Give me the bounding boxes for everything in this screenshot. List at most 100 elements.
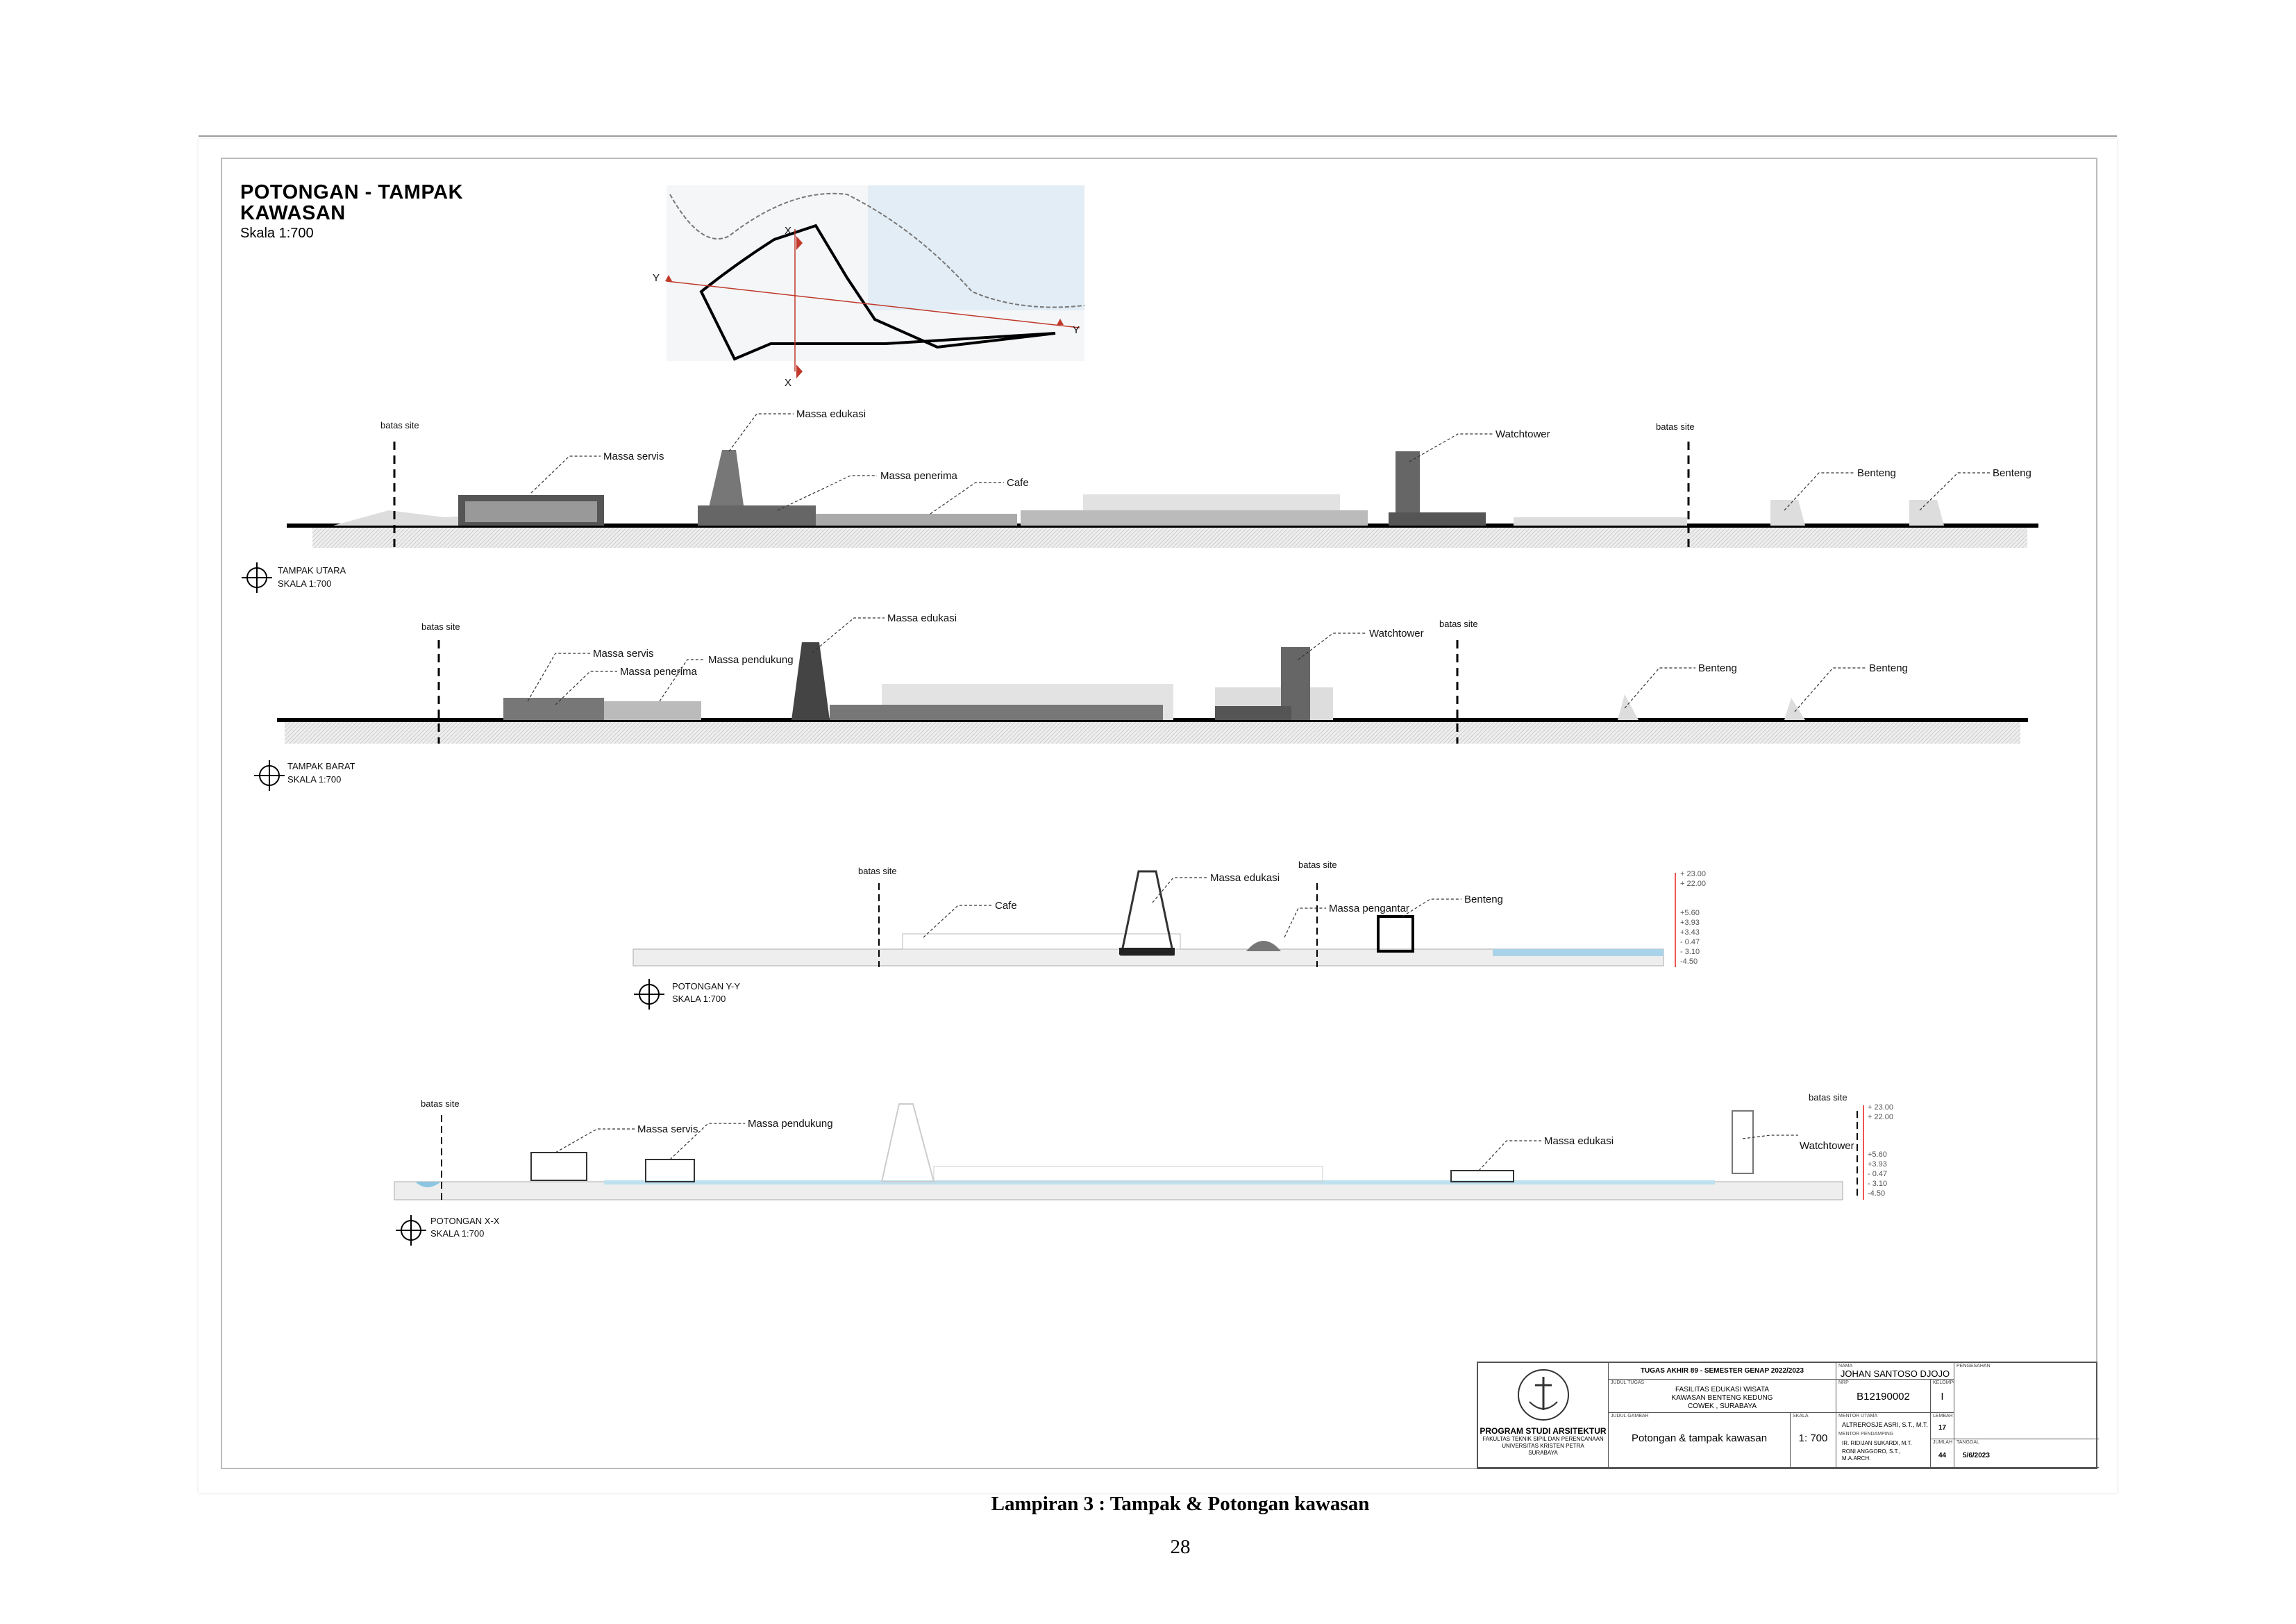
y-mark: Y xyxy=(1073,324,1080,336)
label-cafe: Cafe xyxy=(995,900,1017,912)
sheet-number: 17 xyxy=(1938,1424,1947,1432)
elevation-mark: +3.93 xyxy=(1680,919,1700,927)
caption-potongan-yy: POTONGAN Y-Y xyxy=(672,981,740,991)
nama-cell: NAMA JOHAN SANTOSO DJOJO xyxy=(1836,1363,1954,1380)
section-mark-icon xyxy=(254,760,285,791)
field-label: SKALA xyxy=(1793,1414,1809,1418)
university-logo-icon xyxy=(1517,1369,1569,1421)
faculty-line: UNIVERSITAS KRISTEN PETRA xyxy=(1502,1443,1584,1449)
lembar-cell: LEMBAR 17 xyxy=(1931,1413,1954,1439)
project-title-line: KAWASAN BENTENG KEDUNG xyxy=(1671,1394,1773,1402)
scale-potongan-yy: SKALA 1:700 xyxy=(672,994,726,1004)
x-mark: X xyxy=(785,225,791,237)
label-benteng: Benteng xyxy=(1857,467,1896,479)
potongan-xx: batas site Massa servis Massa pendukung … xyxy=(394,1092,1893,1246)
field-label: NAMA xyxy=(1838,1364,1853,1368)
tanggal-cell: TANGGAL 5/6/2023 xyxy=(1954,1439,2099,1468)
title-line-2: KAWASAN xyxy=(240,202,346,224)
label-watchtower: Watchtower xyxy=(1369,628,1424,639)
scale-tampak-barat: SKALA 1:700 xyxy=(287,774,341,785)
scale-tampak-utara: SKALA 1:700 xyxy=(278,578,331,589)
elevation-mark: + 23.00 xyxy=(1680,870,1706,878)
label-batas-site: batas site xyxy=(858,866,897,876)
label-benteng: Benteng xyxy=(1869,662,1908,674)
page-number: 28 xyxy=(1170,1536,1191,1558)
program-name: PROGRAM STUDI ARSITEKTUR xyxy=(1480,1426,1607,1436)
elevation-mark: +3.43 xyxy=(1680,928,1700,937)
section-mark-icon xyxy=(242,562,272,593)
mentor-pendamping: IR. RIDIJAN SUKARDI, M.T. xyxy=(1842,1440,1912,1446)
sheet-total: 44 xyxy=(1938,1452,1947,1459)
elevation-mark: -4.50 xyxy=(1680,957,1698,966)
label-massa-edukasi: Massa edukasi xyxy=(796,408,866,420)
student-name: JOHAN SANTOSO DJOJO xyxy=(1840,1368,1950,1379)
label-massa-edukasi: Massa edukasi xyxy=(887,612,957,624)
label-massa-servis: Massa servis xyxy=(593,648,654,660)
arrow-icon xyxy=(1057,319,1064,325)
caption-tampak-barat: TAMPAK BARAT xyxy=(287,761,355,771)
label-massa-edukasi: Massa edukasi xyxy=(1544,1135,1614,1147)
label-cafe: Cafe xyxy=(1007,477,1029,489)
label-benteng: Benteng xyxy=(1464,894,1503,905)
course-title: TUGAS AKHIR 89 - SEMESTER GENAP 2022/202… xyxy=(1609,1363,1836,1380)
field-label: JUMLAH xyxy=(1933,1440,1953,1445)
field-label: TANGGAL xyxy=(1956,1440,1979,1445)
elevation-mark: + 23.00 xyxy=(1868,1103,1893,1112)
faculty-line: SURABAYA xyxy=(1528,1450,1558,1456)
field-label: KELOMPOK xyxy=(1933,1380,1954,1385)
arrow-icon xyxy=(796,236,803,250)
project-title-line: FASILITAS EDUKASI WISATA xyxy=(1675,1386,1770,1393)
drawing-title: Potongan & tampak kawasan xyxy=(1631,1432,1768,1444)
label-watchtower: Watchtower xyxy=(1495,428,1550,440)
label-massa-pendukung: Massa pendukung xyxy=(748,1118,833,1130)
potongan-yy: batas site Cafe Massa edukasi batas site… xyxy=(632,860,1706,1010)
label-batas-site: batas site xyxy=(1439,619,1478,629)
institution-cell: PROGRAM STUDI ARSITEKTUR FAKULTAS TEKNIK… xyxy=(1478,1363,1609,1468)
skala-cell: SKALA 1: 700 xyxy=(1791,1413,1836,1468)
field-label: LEMBAR xyxy=(1933,1414,1953,1418)
jumlah-cell: JUMLAH 44 xyxy=(1931,1439,1954,1468)
sheet-frame xyxy=(221,158,2097,1469)
sheet-title: POTONGAN - TAMPAK KAWASAN xyxy=(240,182,463,224)
title-line-1: POTONGAN - TAMPAK xyxy=(240,181,464,203)
judul-tugas-cell: JUDUL TUGAS FASILITAS EDUKASI WISATA KAW… xyxy=(1609,1380,1836,1413)
field-label: JUDUL TUGAS xyxy=(1611,1380,1645,1385)
label-massa-penerima: Massa penerima xyxy=(620,666,698,678)
label-massa-edukasi: Massa edukasi xyxy=(1210,872,1280,884)
elevation-mark: +5.60 xyxy=(1680,909,1700,917)
label-benteng: Benteng xyxy=(1993,467,2031,479)
section-y-line xyxy=(666,281,1080,328)
field-label: MENTOR PENDAMPING xyxy=(1838,1432,1894,1437)
key-plan: X X Y Y xyxy=(653,185,1085,389)
label-batas-site: batas site xyxy=(380,420,419,430)
date: 5/6/2023 xyxy=(1963,1452,1990,1459)
elevation-mark: - 3.10 xyxy=(1868,1180,1887,1188)
x-mark: X xyxy=(785,377,791,389)
project-title-line: COWEK , SURABAYA xyxy=(1687,1403,1757,1410)
scale-potongan-xx: SKALA 1:700 xyxy=(430,1228,484,1239)
label-batas-site: batas site xyxy=(421,621,460,632)
field-label: PENGESAHAN xyxy=(1956,1364,1991,1368)
label-massa-penerima: Massa penerima xyxy=(880,470,958,482)
caption-tampak-utara: TAMPAK UTARA xyxy=(278,565,346,576)
label-massa-servis: Massa servis xyxy=(637,1123,698,1135)
sheet-scale: Skala 1:700 xyxy=(240,226,314,241)
elevation-mark: -4.50 xyxy=(1868,1189,1885,1198)
figure-caption: Lampiran 3 : Tampak & Potongan kawasan xyxy=(991,1493,1370,1515)
label-batas-site: batas site xyxy=(1298,860,1337,870)
elevation-mark: +5.60 xyxy=(1868,1150,1887,1159)
section-mark-icon xyxy=(634,979,664,1010)
elevation-mark: - 0.47 xyxy=(1868,1170,1887,1178)
label-massa-servis: Massa servis xyxy=(603,451,664,462)
site-boundary xyxy=(699,224,1056,361)
elevation-mark: + 22.00 xyxy=(1680,880,1706,888)
label-watchtower: Watchtower xyxy=(1800,1140,1854,1152)
section-mark-icon xyxy=(396,1215,426,1246)
label-batas-site: batas site xyxy=(1809,1092,1847,1103)
page-top-rule xyxy=(199,135,2117,137)
group: I xyxy=(1941,1391,1944,1403)
field-label: NRP xyxy=(1838,1380,1849,1385)
label-massa-pengantar: Massa pengantar xyxy=(1329,903,1409,914)
nrp-cell: NRP B12190002 xyxy=(1836,1380,1931,1413)
label-batas-site: batas site xyxy=(421,1098,460,1109)
